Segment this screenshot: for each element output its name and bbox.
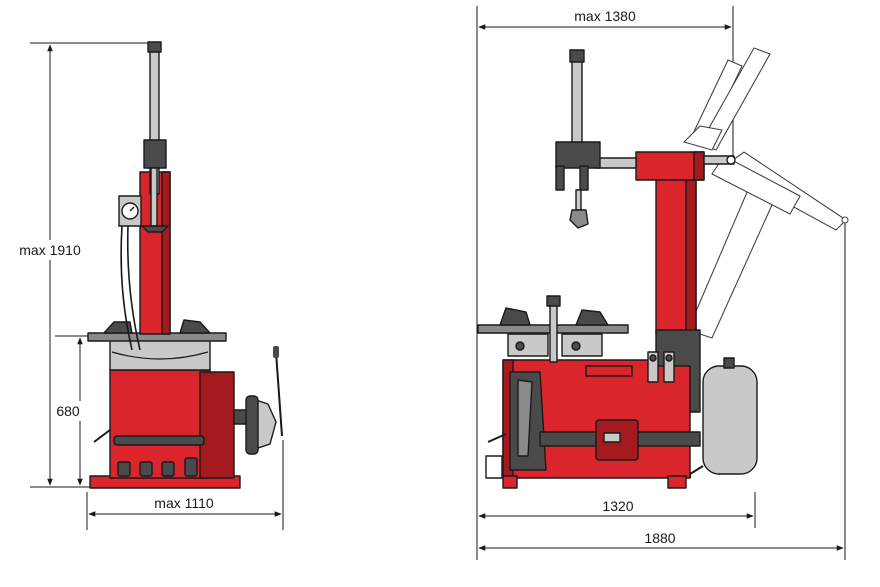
front-width-dimension: max 1110 [88,495,282,517]
total-length-label: 1880 [644,530,675,546]
machine-front [87,41,283,489]
arm-width-label: max 1380 [574,8,636,24]
base-length-label: 1320 [602,498,633,514]
front-view: max 1910 680 max 1110 [12,41,284,530]
height-max-label: max 1910 [19,242,81,258]
tilted-column-outline [682,47,849,339]
table-height-label: 680 [56,403,80,419]
total-length-dimension: 1880 [478,530,844,551]
arm-width-dimension: max 1380 [478,6,732,30]
side-view: max 1380 1320 1880 [476,6,849,560]
machine-side [477,49,758,489]
base-length-dimension: 1320 [478,498,754,519]
front-width-label: max 1110 [154,495,214,511]
height-dimension: max 1910 [12,44,90,486]
table-height-dimension: 680 [56,337,84,486]
